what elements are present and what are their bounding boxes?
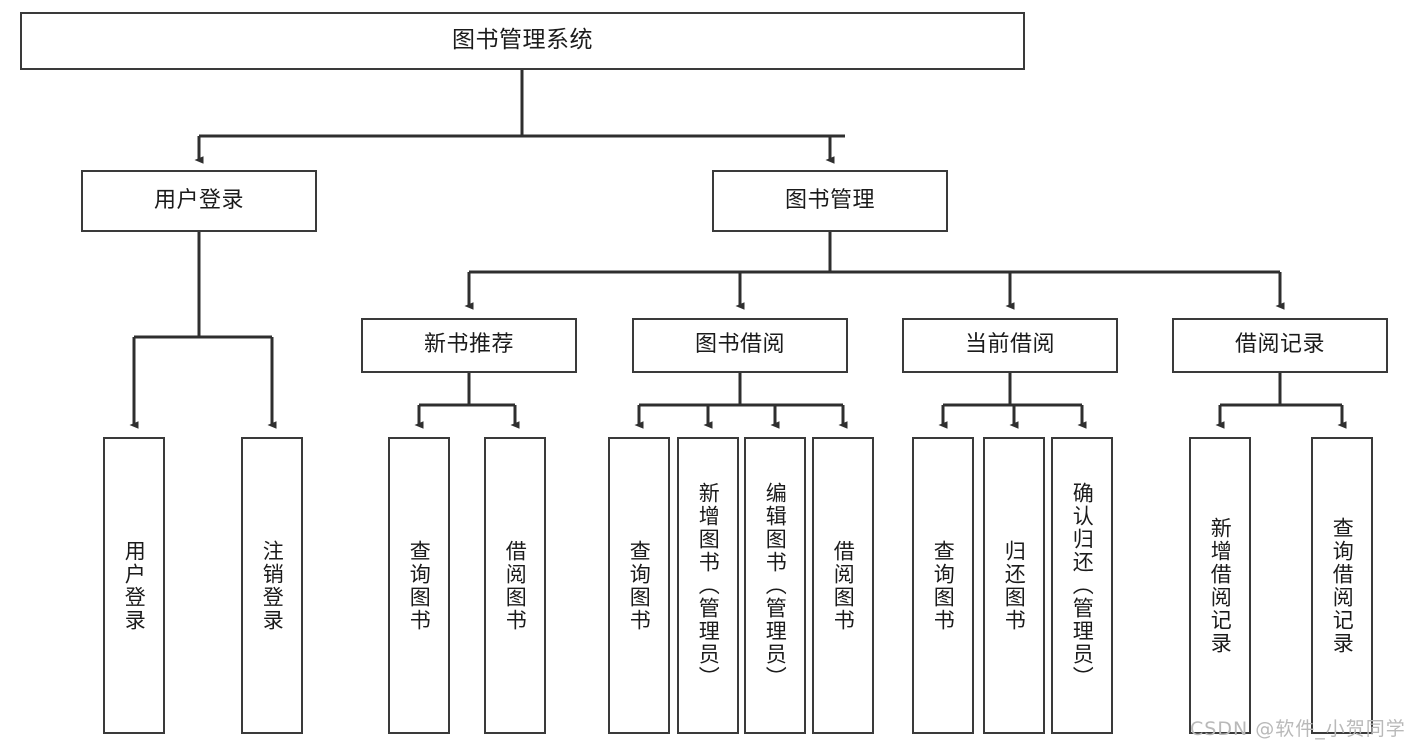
node-label: 新书推荐 <box>423 332 514 358</box>
node-leaf-query-borrow-record[interactable]: 查询借阅记录 <box>1311 437 1373 734</box>
edge-userlogin-to-leaves <box>129 232 277 429</box>
node-leaf-query-book-borrow[interactable]: 查询图书 <box>608 437 670 734</box>
node-label: 查询图书 <box>627 539 652 632</box>
node-label: 图书借阅 <box>694 332 785 358</box>
edge-currentborrow-to-leaves <box>938 373 1087 429</box>
csdn-watermark: CSDN @软件_小贺同学 <box>1190 718 1405 740</box>
node-leaf-query-book-rec[interactable]: 查询图书 <box>388 437 450 734</box>
node-leaf-confirm-return-admin[interactable]: 确认归还（管理员） <box>1051 437 1113 734</box>
node-label: 编辑图书（管理员） <box>763 482 788 689</box>
node-label: 新增借阅记录 <box>1208 516 1233 655</box>
node-label: 图书管理 <box>784 187 875 213</box>
node-leaf-user-logout[interactable]: 注销登录 <box>241 437 303 734</box>
node-label: 查询图书 <box>407 539 432 632</box>
node-label: 归还图书 <box>1002 539 1027 632</box>
node-leaf-add-book-admin[interactable]: 新增图书（管理员） <box>677 437 739 734</box>
node-leaf-user-login[interactable]: 用户登录 <box>103 437 165 734</box>
edge-root-to-level1 <box>194 70 845 164</box>
node-new-book-recommendation[interactable]: 新书推荐 <box>361 318 577 373</box>
edge-bookborrow-to-leaves <box>634 373 848 429</box>
node-label: 当前借阅 <box>964 332 1055 358</box>
edge-newbookrec-to-leaves <box>414 373 520 429</box>
node-user-login[interactable]: 用户登录 <box>81 170 317 232</box>
node-leaf-query-book-current[interactable]: 查询图书 <box>912 437 974 734</box>
node-label: 新增图书（管理员） <box>696 482 721 689</box>
node-borrowing-record[interactable]: 借阅记录 <box>1172 318 1388 373</box>
node-label: 借阅图书 <box>503 539 528 632</box>
node-current-borrowing[interactable]: 当前借阅 <box>902 318 1118 373</box>
edge-borrowrecord-to-leaves <box>1215 373 1347 429</box>
node-label: 图书管理系统 <box>452 27 593 54</box>
node-label: 确认归还（管理员） <box>1070 482 1095 689</box>
node-label: 查询借阅记录 <box>1330 516 1355 655</box>
node-root-book-management-system[interactable]: 图书管理系统 <box>20 12 1025 70</box>
node-label: 查询图书 <box>931 539 956 632</box>
node-leaf-return-book[interactable]: 归还图书 <box>983 437 1045 734</box>
node-label: 借阅记录 <box>1234 332 1325 358</box>
edge-bookmanage-to-level2 <box>464 232 1285 310</box>
node-label: 用户登录 <box>122 539 147 632</box>
node-leaf-edit-book-admin[interactable]: 编辑图书（管理员） <box>744 437 806 734</box>
node-book-borrowing[interactable]: 图书借阅 <box>632 318 848 373</box>
node-label: 借阅图书 <box>831 539 856 632</box>
node-book-management[interactable]: 图书管理 <box>712 170 948 232</box>
node-leaf-borrow-book[interactable]: 借阅图书 <box>812 437 874 734</box>
node-label: 注销登录 <box>260 539 285 632</box>
node-leaf-borrow-book-rec[interactable]: 借阅图书 <box>484 437 546 734</box>
node-label: 用户登录 <box>153 187 244 213</box>
node-leaf-add-borrow-record[interactable]: 新增借阅记录 <box>1189 437 1251 734</box>
